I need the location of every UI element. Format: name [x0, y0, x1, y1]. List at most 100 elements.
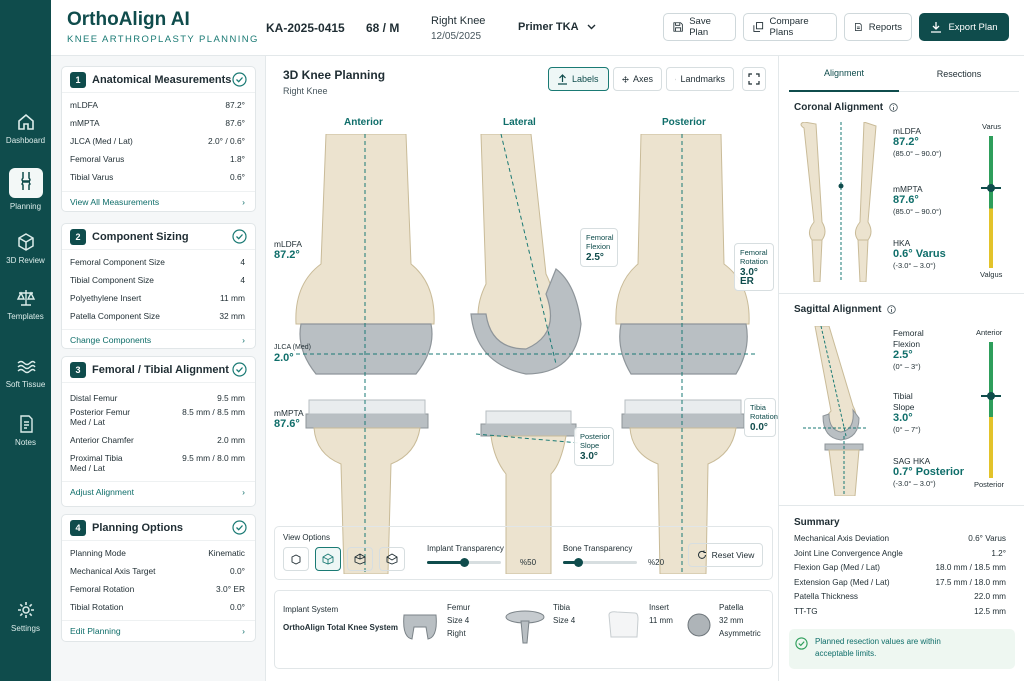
nav-planning[interactable]: Planning — [0, 168, 51, 211]
nav-settings[interactable]: Settings — [0, 600, 51, 633]
check-circle-icon — [232, 72, 247, 87]
view-top-button[interactable] — [379, 547, 405, 571]
nav-planning-highlight — [8, 168, 43, 198]
slider-knob[interactable] — [460, 558, 469, 567]
anterior-knee-model — [295, 134, 435, 574]
jlca-annotation: JLCA (Med)2.0° — [274, 344, 311, 364]
implant-system-label: Implant System — [283, 605, 339, 614]
coronal-scale-knob — [987, 184, 995, 192]
notes-icon — [19, 415, 33, 433]
expand-icon — [748, 73, 760, 85]
save-plan-button[interactable]: Save Plan — [663, 13, 736, 41]
reset-view-button[interactable]: Reset View — [688, 543, 763, 567]
patient-age-sex: 68 / M — [366, 21, 400, 35]
cube-top-icon — [386, 553, 398, 565]
gear-icon — [17, 602, 34, 618]
viewer-panel: 3D Knee Planning Right Knee Labels Axes … — [265, 56, 779, 681]
edit-planning-link[interactable]: Edit Planning› — [62, 620, 255, 640]
table-row: JLCA (Med / Lat)2.0° / 0.6° — [70, 136, 245, 146]
sagittal-scale-bottom: Posterior — [974, 480, 1005, 489]
view-all-measurements-link[interactable]: View All Measurements› — [62, 191, 255, 211]
refresh-icon — [697, 550, 706, 559]
knee-icon — [20, 172, 31, 190]
tag-icon — [675, 78, 677, 80]
implant-transparency-slider[interactable] — [427, 558, 501, 567]
bone-transparency-slider[interactable] — [563, 558, 637, 567]
check-circle-icon — [232, 362, 247, 377]
coronal-leg-model — [800, 122, 877, 282]
change-components-link[interactable]: Change Components› — [62, 329, 255, 349]
reports-button[interactable]: Reports — [844, 13, 912, 41]
upload-icon — [558, 73, 567, 85]
view-front-button[interactable] — [283, 547, 309, 571]
view-label-anterior: Anterior — [344, 117, 383, 128]
cube-icon — [17, 233, 34, 251]
cube-iso-icon — [322, 553, 334, 565]
tab-resections[interactable]: Resections — [899, 56, 1019, 92]
chevron-down-icon — [587, 24, 596, 30]
summary-row: Extension Gap (Med / Lat)17.5 mm / 18.0 … — [794, 577, 1006, 587]
adjust-alignment-link[interactable]: Adjust Alignment› — [62, 481, 255, 501]
app-subtitle: KNEE ARTHROPLASTY PLANNING — [67, 34, 259, 45]
export-plan-button[interactable]: Export Plan — [919, 13, 1009, 41]
implant-system-name: OrthoAlign Total Knee System — [283, 623, 398, 632]
nav-dashboard[interactable]: Dashboard — [0, 112, 51, 145]
sagittal-title: Sagittal Alignment — [794, 304, 897, 315]
slider-knob[interactable] — [573, 558, 583, 567]
slider-fill — [563, 561, 578, 564]
view-iso-button[interactable] — [315, 547, 341, 571]
view-side-button[interactable] — [347, 547, 373, 571]
knee-3d-render[interactable] — [266, 134, 780, 574]
nav-soft-tissue[interactable]: Soft Tissue — [0, 356, 51, 389]
waves-icon — [17, 360, 36, 374]
cube-side-icon — [354, 553, 366, 565]
app-title: OrthoAlign AI — [67, 9, 190, 30]
nav-notes[interactable]: Notes — [0, 414, 51, 447]
nav-templates[interactable]: Templates — [0, 288, 51, 321]
move-icon — [622, 75, 629, 83]
nav-3d-review[interactable]: 3D Review — [0, 232, 51, 265]
check-circle-icon — [232, 229, 247, 244]
fullscreen-button[interactable] — [742, 67, 766, 91]
procedure-select[interactable]: Primer TKA — [518, 21, 596, 33]
landmarks-toggle[interactable]: Landmarks — [666, 67, 734, 91]
summary-title: Summary — [794, 517, 840, 528]
chevron-right-icon: › — [242, 486, 245, 497]
compare-plans-button[interactable]: Compare Plans — [743, 13, 837, 41]
labels-toggle[interactable]: Labels — [548, 67, 609, 91]
copy-icon — [753, 22, 764, 32]
tab-alignment[interactable]: Alignment — [789, 56, 899, 92]
balance-icon — [16, 290, 35, 306]
axes-toggle[interactable]: Axes — [613, 67, 662, 91]
